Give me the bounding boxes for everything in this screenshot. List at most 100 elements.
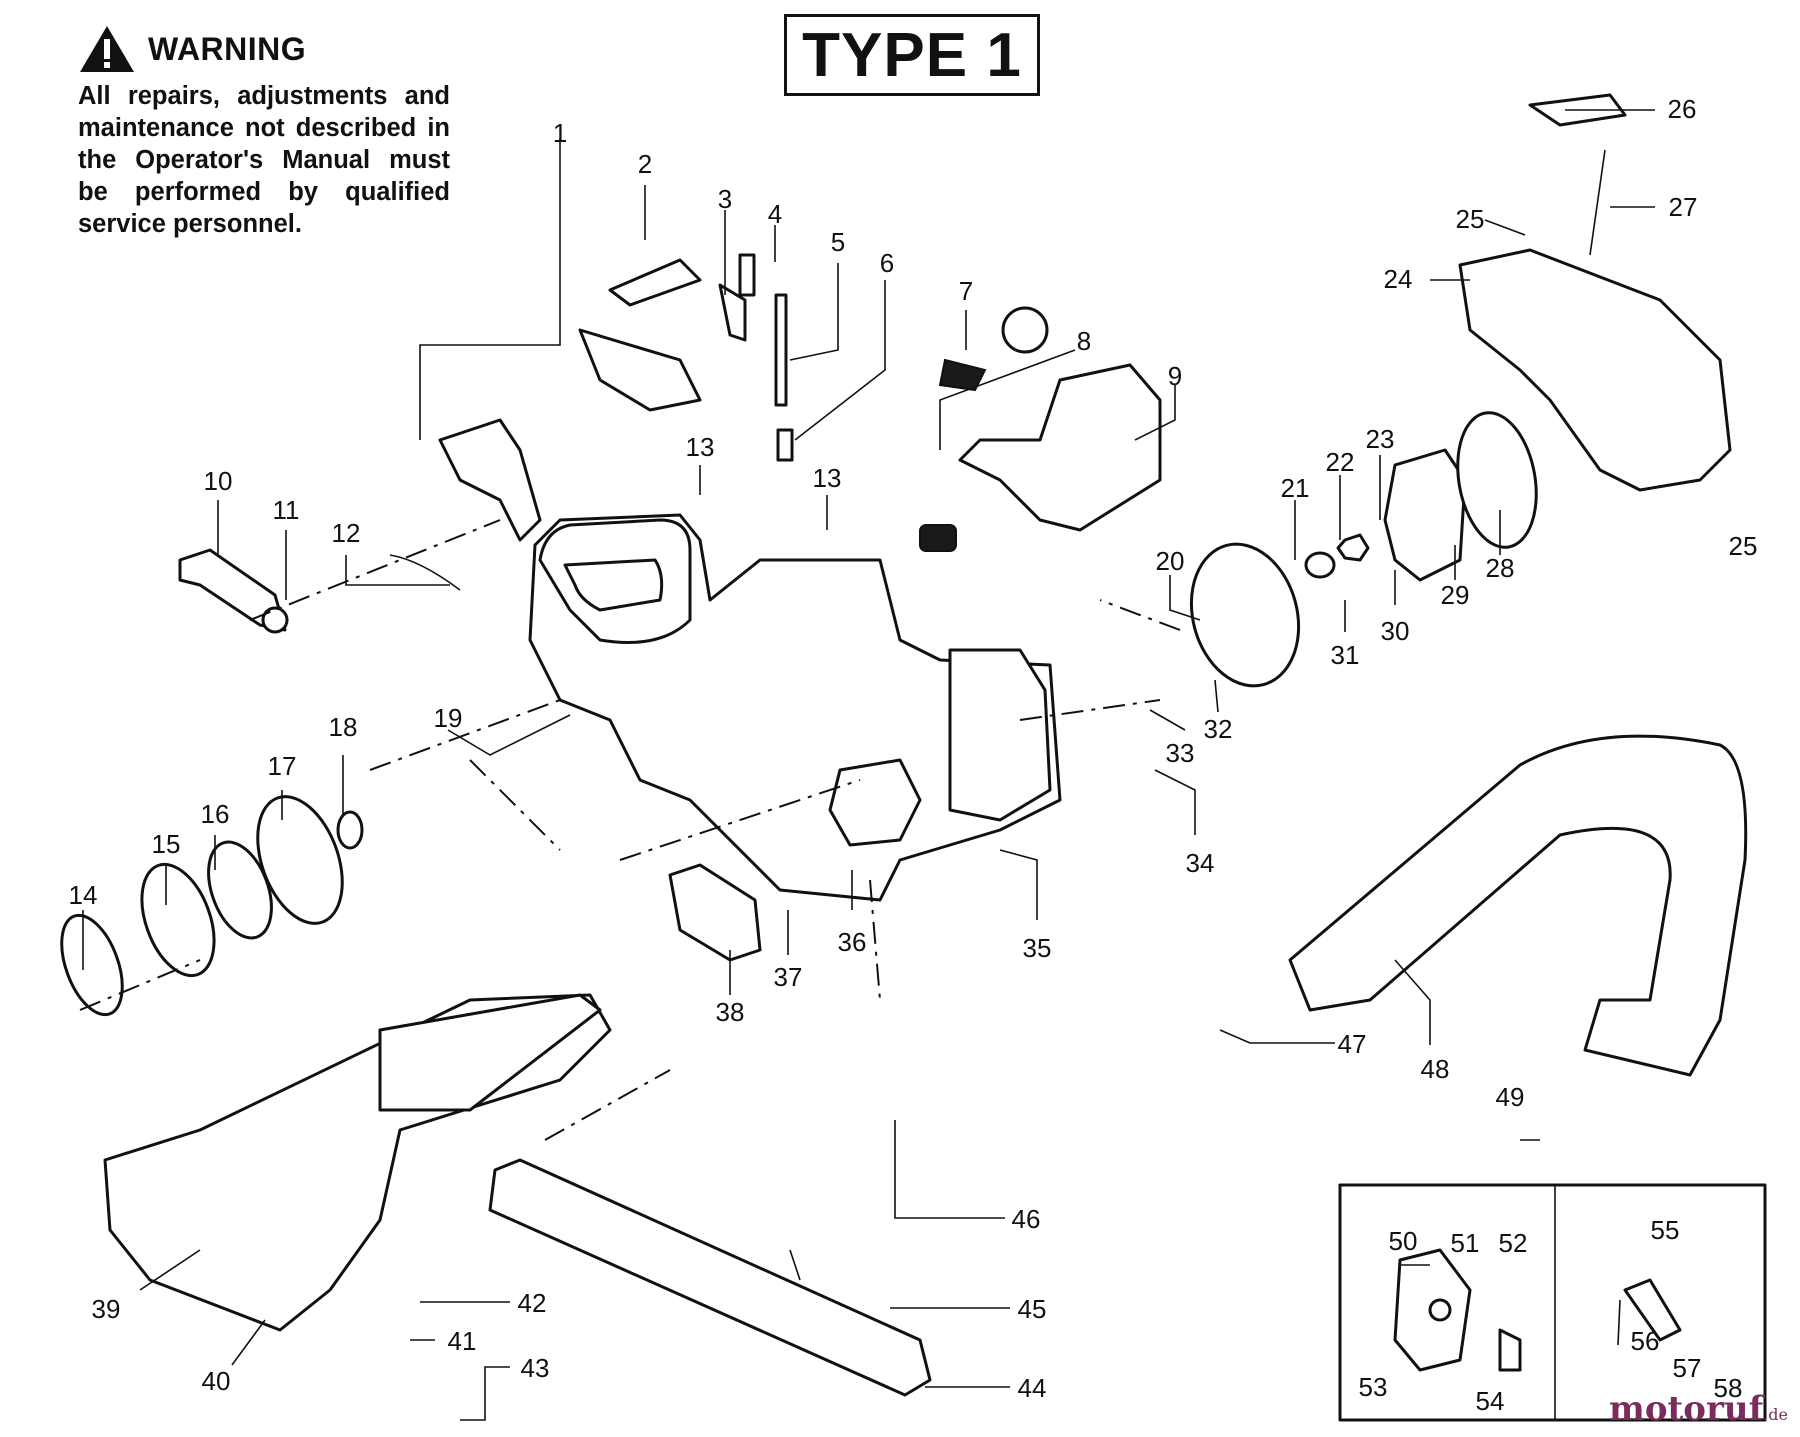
callout-38: 38	[716, 997, 745, 1027]
callout-46: 46	[1012, 1204, 1041, 1234]
callout-48: 48	[1421, 1054, 1450, 1084]
callout-3: 3	[718, 184, 732, 214]
dash-3	[79, 959, 201, 1011]
fuel-cap	[1001, 306, 1049, 354]
warning-triangle-icon	[80, 26, 134, 72]
leader-39	[139, 1249, 201, 1291]
leader-5	[789, 263, 839, 361]
saw-chain	[789, 1249, 801, 1281]
throttle-lockout	[578, 328, 702, 412]
spring-wire	[389, 554, 461, 591]
warning-notice: WARNING All repairs, adjustments and mai…	[78, 24, 450, 240]
callout-21: 21	[1281, 473, 1310, 503]
rim-sprocket	[60, 913, 124, 1017]
callout-11: 11	[273, 495, 300, 525]
watermark-logo: motoruf.de	[1609, 1389, 1788, 1429]
callout-6: 6	[880, 248, 894, 278]
throttle-rod	[608, 258, 702, 307]
callout-57: 57	[1673, 1353, 1702, 1383]
spring-rod	[774, 293, 788, 407]
dash-6	[1019, 699, 1161, 721]
callout-37: 37	[774, 962, 803, 992]
leader-35	[999, 849, 1038, 920]
callout-28: 28	[1486, 553, 1515, 583]
leaf-spring	[718, 283, 747, 342]
dash-9	[544, 1069, 671, 1141]
callout-55: 55	[1651, 1215, 1680, 1245]
dash-7	[869, 879, 881, 1001]
callout-5: 5	[831, 227, 845, 257]
starter-pulley	[1456, 411, 1538, 549]
damper	[919, 524, 957, 552]
callout-17: 17	[268, 751, 297, 781]
callout-49: 49	[1496, 1082, 1525, 1112]
oil-hose	[1623, 1278, 1682, 1342]
callout-34: 34	[1186, 848, 1215, 878]
callout-4: 4	[768, 199, 782, 229]
rod-end	[776, 428, 794, 462]
warning-title: WARNING	[148, 30, 307, 67]
callout-39: 39	[92, 1294, 121, 1324]
leader-33	[1149, 709, 1186, 731]
flywheel	[1189, 542, 1301, 688]
watermark-brand: motoruf	[1608, 1389, 1764, 1429]
callout-32: 32	[1204, 714, 1233, 744]
handle-cutout	[563, 558, 664, 612]
callout-1: 1	[553, 118, 567, 148]
assembly-paths	[79, 519, 1181, 1141]
leader-47	[1219, 1029, 1335, 1044]
callout-47: 47	[1338, 1029, 1367, 1059]
callout-40: 40	[202, 1366, 231, 1396]
leader-8	[939, 349, 1076, 450]
throttle-trigger	[438, 418, 542, 542]
callout-10: 10	[204, 466, 233, 496]
worm-gear	[1428, 1298, 1452, 1322]
callout-53: 53	[1359, 1372, 1388, 1402]
callout-19: 19	[434, 703, 463, 733]
callout-36: 36	[838, 927, 867, 957]
dash-5	[1099, 599, 1181, 631]
starter-rope	[1589, 149, 1606, 256]
callout-35: 35	[1023, 933, 1052, 963]
front-frame	[948, 648, 1052, 822]
leader-34	[1154, 769, 1196, 835]
chain-sprocket-mount	[828, 758, 922, 847]
callout-50: 50	[1389, 1226, 1418, 1256]
leader-12	[345, 555, 450, 586]
part-drawings	[60, 93, 1767, 1422]
callout-18: 18	[329, 712, 358, 742]
callout-27: 27	[1669, 192, 1698, 222]
clutch-assembly	[140, 862, 216, 978]
callout-14: 14	[69, 880, 98, 910]
leader-46	[894, 1120, 1005, 1219]
callout-43: 43	[521, 1353, 550, 1383]
callout-54: 54	[1476, 1386, 1505, 1416]
leader-48	[1394, 959, 1431, 1045]
callout-42: 42	[518, 1288, 547, 1318]
screw-4	[738, 253, 756, 297]
leader-lines	[82, 109, 1655, 1421]
side-plate	[668, 863, 762, 962]
callout-20: 20	[1156, 546, 1185, 576]
dash-4	[619, 779, 861, 861]
callout-45: 45	[1018, 1294, 1047, 1324]
pump-fitting	[1498, 1328, 1522, 1372]
guide-bar	[488, 1158, 932, 1397]
callout-16: 16	[201, 799, 230, 829]
callout-7: 7	[959, 276, 973, 306]
callout-13: 13	[813, 463, 842, 493]
pawl-assembly	[1383, 448, 1467, 582]
warning-header: WARNING	[78, 24, 450, 74]
clutch-drum	[256, 795, 344, 925]
leader-6	[794, 280, 886, 441]
callout-52: 52	[1499, 1228, 1528, 1258]
leader-40	[231, 1319, 266, 1366]
callout-30: 30	[1381, 616, 1410, 646]
callout-31: 31	[1331, 640, 1360, 670]
watermark-tld: .de	[1763, 1405, 1788, 1424]
callout-22: 22	[1326, 447, 1355, 477]
tensioner-nut	[261, 606, 289, 634]
callout-24: 24	[1384, 264, 1413, 294]
leader-56	[1617, 1299, 1621, 1346]
callout-9: 9	[1168, 361, 1182, 391]
